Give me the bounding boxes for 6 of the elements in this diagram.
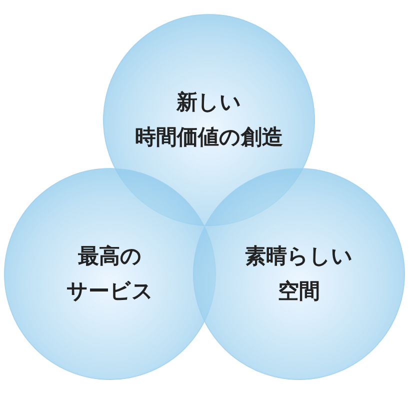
circle-label: サービス (66, 281, 154, 302)
circle-label: 空間 (278, 281, 320, 302)
circle-label: 時間価値の創造 (135, 127, 283, 148)
circle-label: 素晴らしい (245, 246, 353, 267)
circle-label: 新しい (176, 92, 242, 113)
circle-label: 最高の (78, 246, 142, 267)
